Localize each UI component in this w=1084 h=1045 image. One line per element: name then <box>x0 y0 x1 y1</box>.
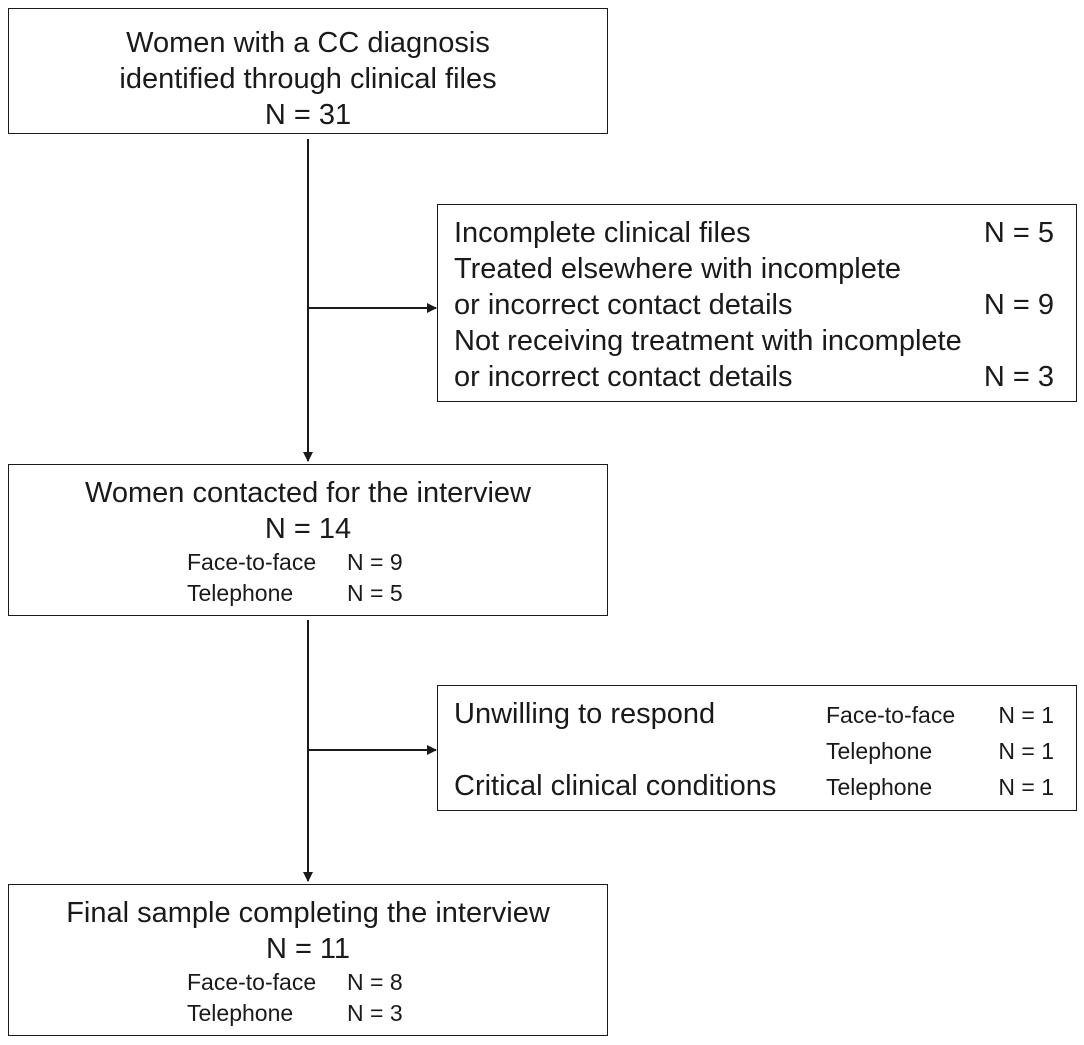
exclusion1-row: or incorrect contact details N = 9 <box>438 287 1076 323</box>
identified-box: Women with a CC diagnosis identified thr… <box>8 8 608 134</box>
contacted-mode-count: N = 5 <box>347 580 403 606</box>
final-mode-label: Telephone <box>187 1000 294 1026</box>
final-count: N = 11 <box>265 933 351 965</box>
contacted-title: Women contacted for the interview <box>85 477 531 509</box>
exclusion2-mode: Telephone <box>826 774 933 800</box>
exclusion2-count: N = 1 <box>998 738 1054 764</box>
contacted-count: N = 14 <box>264 513 352 545</box>
final-mode-count: N = 8 <box>347 969 403 995</box>
exclusion1-count: N = 9 <box>983 289 1054 321</box>
exclusion1-box: Incomplete clinical files N = 5 Treated … <box>437 204 1077 402</box>
contacted-box: Women contacted for the interview N = 14… <box>8 464 608 616</box>
contacted-sub-row: Telephone N = 5 <box>9 578 607 609</box>
final-box: Final sample completing the interview N … <box>8 884 608 1036</box>
final-title: Final sample completing the interview <box>66 897 550 929</box>
exclusion2-mode: Telephone <box>826 738 933 764</box>
exclusion1-row: or incorrect contact details N = 3 <box>438 359 1076 395</box>
final-mode-count: N = 3 <box>347 1000 403 1026</box>
exclusion2-row: Unwilling to respond Face-to-face N = 1 <box>438 696 1076 732</box>
exclusion2-reason: Unwilling to respond <box>454 698 716 730</box>
exclusion1-row: Not receiving treatment with incomplete <box>438 323 1076 359</box>
identified-line1: Women with a CC diagnosis <box>126 27 490 59</box>
exclusion2-row: Critical clinical conditions Telephone N… <box>438 768 1076 804</box>
final-sub-row: Telephone N = 3 <box>9 998 607 1029</box>
exclusion2-box: Unwilling to respond Face-to-face N = 1 … <box>437 685 1077 811</box>
exclusion2-count: N = 1 <box>998 702 1054 728</box>
exclusion1-count: N = 3 <box>983 361 1054 393</box>
exclusion2-mode: Face-to-face <box>826 702 956 728</box>
contacted-mode-label: Telephone <box>187 580 294 606</box>
contacted-sub-row: Face-to-face N = 9 <box>9 547 607 578</box>
contacted-mode-count: N = 9 <box>347 549 403 575</box>
exclusion1-count: N = 5 <box>983 217 1054 249</box>
exclusion1-label: or incorrect contact details <box>454 361 793 393</box>
exclusion1-label: Incomplete clinical files <box>454 217 751 249</box>
contacted-mode-label: Face-to-face <box>187 549 317 575</box>
identified-count: N = 31 <box>264 99 352 131</box>
final-sub-row: Face-to-face N = 8 <box>9 967 607 998</box>
exclusion2-reason: Critical clinical conditions <box>454 770 777 802</box>
exclusion1-label: Treated elsewhere with incomplete <box>454 253 902 285</box>
exclusion1-label: Not receiving treatment with incomplete <box>454 325 962 357</box>
exclusion1-row: Incomplete clinical files N = 5 <box>438 215 1076 251</box>
exclusion2-count: N = 1 <box>998 774 1054 800</box>
exclusion1-row: Treated elsewhere with incomplete <box>438 251 1076 287</box>
final-mode-label: Face-to-face <box>187 969 317 995</box>
exclusion1-label: or incorrect contact details <box>454 289 793 321</box>
exclusion2-row: Telephone N = 1 <box>438 732 1076 768</box>
identified-line2: identified through clinical files <box>119 63 497 95</box>
